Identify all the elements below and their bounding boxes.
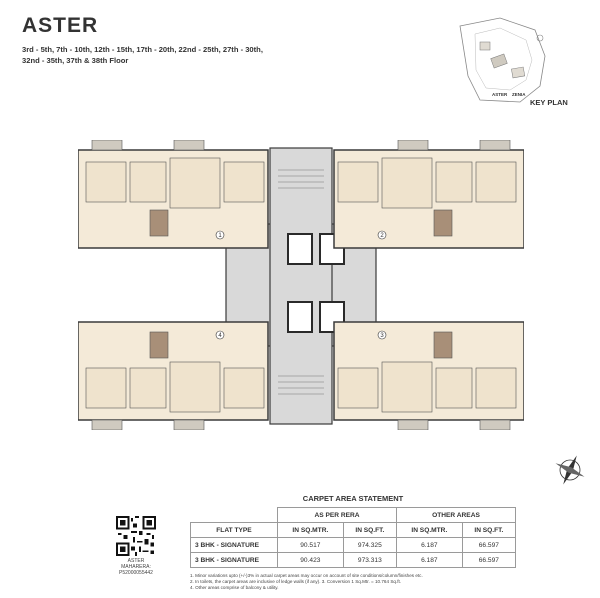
qr-code[interactable] xyxy=(116,516,156,556)
table-cell: 3 BHK - SIGNATURE xyxy=(190,552,278,568)
core-shaft xyxy=(269,147,333,425)
flat-number: 4 xyxy=(218,333,222,339)
flat-number: 1 xyxy=(218,233,222,239)
key-plan-tower-label: ZENIA xyxy=(512,92,526,97)
column-header: IN SQ.MTR. xyxy=(277,522,344,538)
column-header: IN SQ.FT. xyxy=(342,522,397,538)
table-cell: 90.517 xyxy=(277,537,344,553)
qr-rera-number: MAHARERA: P52000055442 xyxy=(119,564,153,576)
column-header: IN SQ.FT. xyxy=(461,522,517,538)
flat-1 xyxy=(78,140,269,249)
carpet-area-title: CARPET AREA STATEMENT xyxy=(302,494,404,503)
table-cell: 973.313 xyxy=(342,552,397,568)
flat-3 xyxy=(333,321,524,430)
key-plan-map: ASTER ZENIA xyxy=(459,17,546,103)
column-header: IN SQ.MTR. xyxy=(395,522,463,538)
qr-title: ASTER xyxy=(127,558,145,564)
note-line: 1. Minor variations upto (+/-)3% in actu… xyxy=(190,573,423,578)
table-row: 3 BHK - SIGNATURE 90.517 974.325 6.187 6… xyxy=(190,537,517,553)
notes: 1. Minor variations upto (+/-)3% in actu… xyxy=(190,573,530,591)
floor-plan: 1 2 3 4 xyxy=(78,140,524,430)
flat-number: 3 xyxy=(380,333,384,339)
flat-number: 2 xyxy=(380,233,384,239)
table-cell: 66.597 xyxy=(461,552,517,568)
table-header-row: FLAT TYPE IN SQ.MTR. IN SQ.FT. IN SQ.MTR… xyxy=(190,522,517,538)
flat-4 xyxy=(78,321,269,430)
group-header: OTHER AREAS xyxy=(395,507,517,523)
table-cell: 6.187 xyxy=(395,552,463,568)
table-group-header-row: AS PER RERA OTHER AREAS xyxy=(191,507,517,523)
north-compass-icon xyxy=(555,455,585,485)
note-line: 2. In toilets, the carpet areas are incl… xyxy=(190,579,402,584)
key-plan-tower-label: ASTER xyxy=(492,92,508,97)
flat-2 xyxy=(333,140,524,249)
column-header: FLAT TYPE xyxy=(190,522,278,538)
table-cell: 3 BHK - SIGNATURE xyxy=(190,537,278,553)
qr-caption: ASTER MAHARERA: P52000055442 xyxy=(104,558,168,576)
key-plan-label: KEY PLAN xyxy=(530,98,568,107)
group-header: AS PER RERA xyxy=(277,507,397,523)
table-cell: 66.597 xyxy=(461,537,517,553)
table-row: 3 BHK - SIGNATURE 90.423 973.313 6.187 6… xyxy=(190,552,517,568)
table-cell: 974.325 xyxy=(342,537,397,553)
carpet-area-table: AS PER RERA OTHER AREAS FLAT TYPE IN SQ.… xyxy=(190,507,517,568)
note-line: 4. Other areas comprise of balcony & uti… xyxy=(190,585,279,590)
floor-list: 3rd - 5th, 7th - 10th, 12th - 15th, 17th… xyxy=(22,45,263,65)
table-cell: 6.187 xyxy=(395,537,463,553)
title: ASTER xyxy=(22,14,99,37)
table-cell: 90.423 xyxy=(277,552,344,568)
